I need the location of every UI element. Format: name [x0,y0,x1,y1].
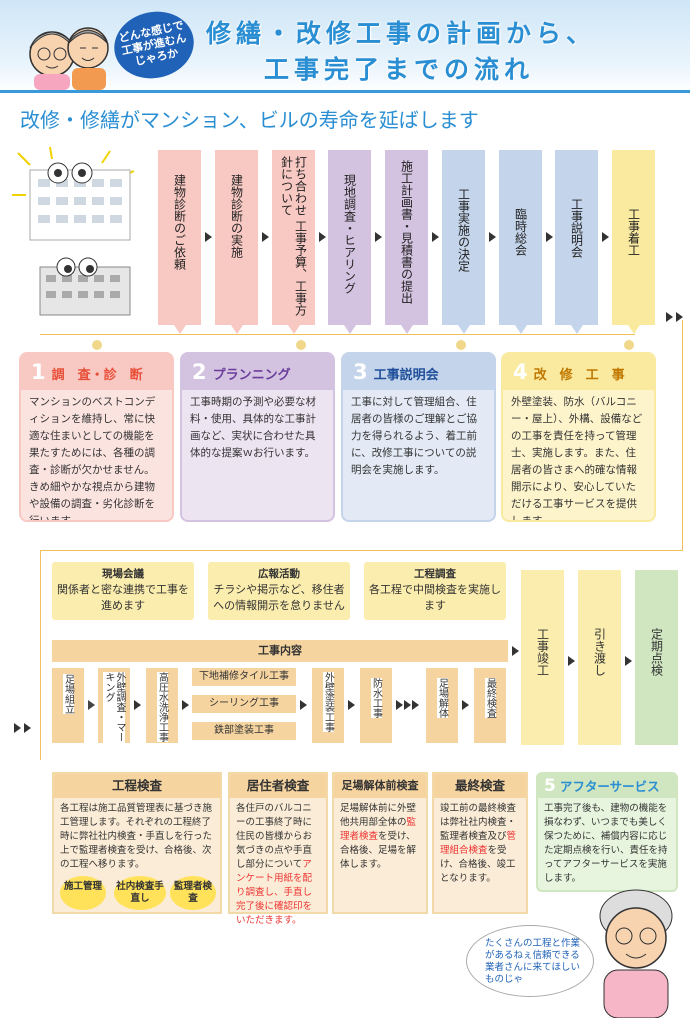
elderly-couple-illustration [29,27,109,90]
step-7: 臨時総会 [499,150,542,334]
step-arrow [396,700,403,710]
step-handover: 引き渡し [578,570,621,745]
step-4: 現地調査・ヒアリング [328,150,371,334]
connector-dot [624,340,634,350]
work-sealing: シーリング工事 [192,695,296,713]
step-arrow [348,700,355,710]
step-arrow [300,700,307,710]
work-waterproofing: 防水工事 [360,668,392,743]
connector-dot [296,340,306,350]
page-title-line1: 修繕・改修工事の計画から、 [206,19,597,48]
connector-line [40,550,683,551]
step-arrow [512,646,519,656]
flow-arrow [666,312,673,322]
step-arrow [625,656,632,666]
work-wall-painting: 外壁塗装工事 [312,668,344,743]
site-meeting-box: 現場会議関係者と密な連携で工事を進めます [52,562,194,620]
connector-line [40,334,635,335]
step-arrow [568,656,575,666]
step-completion: 工事竣工 [521,570,564,745]
flow-arrow [14,723,21,733]
step-arrow [375,232,382,242]
connector-line [40,550,41,760]
step-9: 工事着工 [612,150,655,334]
step-arrow [462,700,469,710]
final-inspection-panel: 最終検査 竣工前の最終検査は弊社社内検査・監理者検査及び管理組合検査を受け、合格… [432,772,528,914]
header-rule [0,90,690,93]
speech-bubble: たくさんの工程と作業があるねぇ信頼できる業者さんに来てほしいものじゃ [466,925,594,997]
connector-dot [92,340,102,350]
step-arrow [489,232,496,242]
section-subheading: 改修・修繕がマンション、ビルの寿命を延ばします [20,108,479,132]
step-arrow [205,232,212,242]
page-title-line2: 工事完了までの流れ [264,55,535,84]
step-periodic-check: 定期点検 [635,570,678,745]
work-steel-painting: 鉄部塗装工事 [192,722,296,740]
step-arrow [262,232,269,242]
work-scaffold-assembly: 足場組立 [52,668,84,743]
grandmother-illustration [599,889,673,1018]
flow-chip-supervisor-check: 監理者検査 [170,876,216,910]
resident-inspection-panel: 居住者検査 各住戸のバルコニーの工事終了時に住民の皆様からお気づきの点や手直し部… [228,772,328,926]
step-1: 建物診断のご依頼 [158,150,201,334]
step-arrow [134,700,141,710]
work-scaffold-removal: 足場解体 [426,668,458,743]
step-3: 打ち合わせ 工事予算、工事方針について [272,150,315,334]
work-high-pressure-wash: 高圧水洗浄工事 [146,668,178,743]
step-2: 建物診断の実施 [215,150,258,334]
work-final-inspection: 最終検査 [474,668,506,743]
connector-dot [456,340,466,350]
step-arrow [412,700,419,710]
flow-chip-construction: 施工管理 [60,876,106,910]
work-content-bar: 工事内容 [52,640,508,662]
step-arrow [546,232,553,242]
flow-chip-internal-check: 社内検査手直し [114,876,166,910]
connector-line [682,320,683,550]
step-arrow [602,232,609,242]
step-5: 施工計画書・見積書の提出 [385,150,428,334]
flow-arrow [676,312,683,322]
step-arrow [88,700,95,710]
work-wall-survey: 外壁調査・マーキング [98,668,130,743]
flow-arrow [24,723,31,733]
step-arrow [432,232,439,242]
step-arrow [319,232,326,242]
work-tile-repair: 下地補修タイル工事 [192,668,296,686]
step-8: 工事説明会 [555,150,598,334]
process-inspection-box: 工程調査各工程で中間検査を実施します [364,562,506,620]
publicity-box: 広報活動チラシや掲示など、移住者への情報開示を怠りません [208,562,350,620]
step-6: 工事実施の決定 [442,150,485,334]
pre-removal-inspection-panel: 足場解体前検査 足場解体前に外壁他共用部全体の監理者検査を受け、合格後、足場を解… [332,772,428,914]
building-illustration [12,146,135,316]
step-arrow [404,700,411,710]
step-arrow [182,700,189,710]
